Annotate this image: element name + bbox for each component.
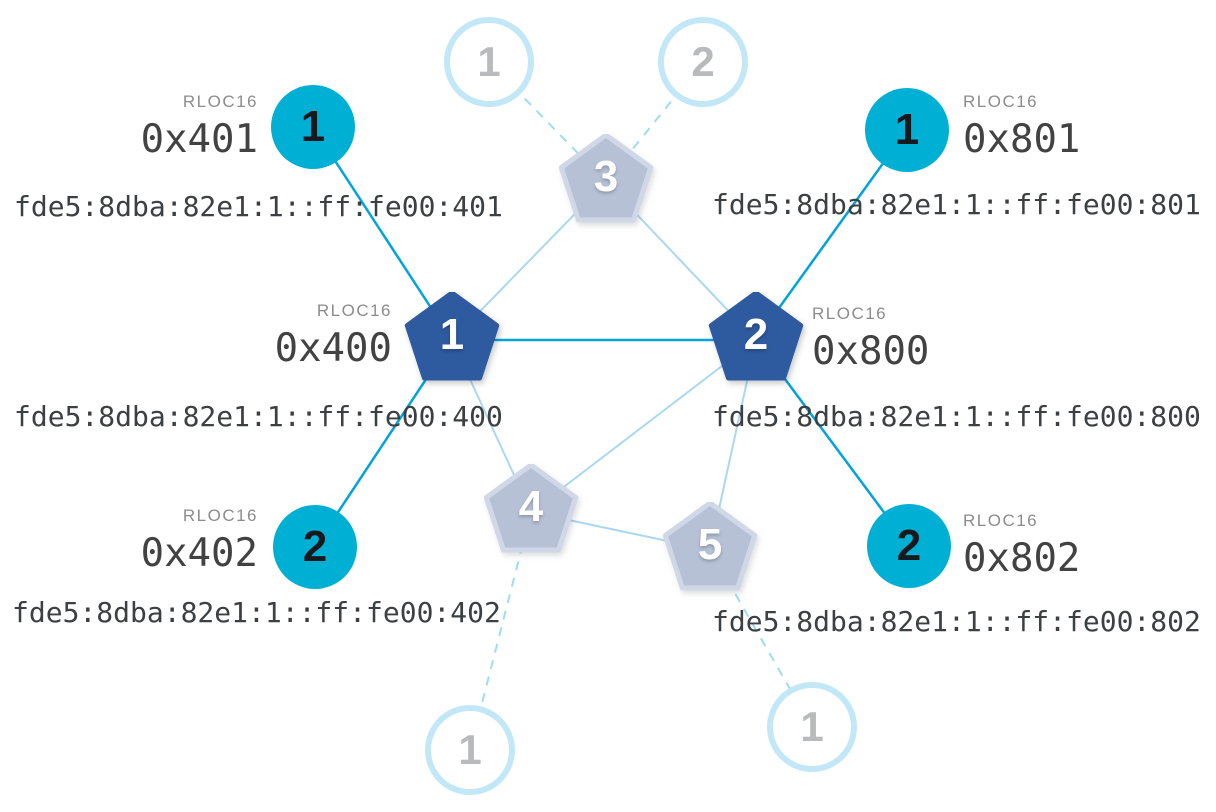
edge-child401-router1 <box>311 126 454 341</box>
pentagon-shape <box>662 502 758 591</box>
rloc16-label: RLOC16 <box>182 506 258 525</box>
faded-node-top-2-label: 2 <box>691 38 715 85</box>
router-node-2-label: 2 <box>743 310 769 359</box>
rloc16-label: RLOC16 <box>812 304 888 323</box>
label-group-router-2: RLOC16 0x800 <box>812 304 929 373</box>
rloc16-value: 0x800 <box>812 329 930 374</box>
ipv6-address-401: fde5:8dba:82e1:1::ff:fe00:401 <box>14 190 503 223</box>
rloc16-label: RLOC16 <box>316 301 392 320</box>
child-node-801-label: 1 <box>894 105 920 154</box>
label-group-child-801: RLOC16 0x801 <box>963 92 1080 161</box>
rloc16-label: RLOC16 <box>963 511 1039 530</box>
rloc16-value: 0x401 <box>140 117 258 162</box>
rloc16-value: 0x802 <box>963 536 1081 581</box>
faded-node-bottom-1[interactable]: 1 <box>425 705 515 795</box>
rloc16-label: RLOC16 <box>963 92 1039 111</box>
rloc16-value: 0x400 <box>274 326 392 371</box>
rloc16-value: 0x402 <box>140 531 258 576</box>
router-node-4-label: 4 <box>518 482 544 531</box>
faded-node-top-2[interactable]: 2 <box>658 17 748 107</box>
faded-node-top-1[interactable]: 1 <box>444 17 534 107</box>
ipv6-address-801: fde5:8dba:82e1:1::ff:fe00:801 <box>712 188 1201 221</box>
ipv6-address-400: fde5:8dba:82e1:1::ff:fe00:400 <box>14 400 503 433</box>
edge-router2-router4 <box>530 339 757 513</box>
faded-node-bottom-2[interactable]: 1 <box>767 682 857 772</box>
router-node-3[interactable]: 3 <box>558 134 654 226</box>
faded-node-bottom-2-label: 1 <box>800 703 824 750</box>
pentagon-shape <box>558 134 654 223</box>
child-node-402[interactable]: 2 <box>273 505 357 589</box>
rloc16-value: 0x801 <box>963 117 1081 162</box>
child-node-802-label: 2 <box>896 521 922 570</box>
label-group-child-802: RLOC16 0x802 <box>963 511 1080 580</box>
child-node-401[interactable]: 1 <box>271 85 355 169</box>
pentagon-shape <box>404 292 500 381</box>
child-node-802[interactable]: 2 <box>867 504 951 588</box>
ipv6-address-800: fde5:8dba:82e1:1::ff:fe00:800 <box>712 400 1201 433</box>
label-group-router-1: RLOC16 0x400 <box>275 301 392 370</box>
edge-child801-router2 <box>754 129 909 341</box>
child-node-801[interactable]: 1 <box>865 88 949 172</box>
router-node-3-label: 3 <box>593 152 619 201</box>
ipv6-address-802: fde5:8dba:82e1:1::ff:fe00:802 <box>712 605 1201 638</box>
child-node-402-label: 2 <box>302 522 328 571</box>
pentagon-shape <box>708 292 804 381</box>
faded-node-bottom-1-label: 1 <box>458 726 482 773</box>
router-node-5-label: 5 <box>697 520 723 569</box>
router-node-1-label: 1 <box>439 310 465 359</box>
label-group-child-402: RLOC16 0x402 <box>141 506 258 575</box>
rloc16-label: RLOC16 <box>182 92 258 111</box>
faded-node-top-1-label: 1 <box>477 38 501 85</box>
router-node-4[interactable]: 4 <box>483 464 579 556</box>
router-node-5[interactable]: 5 <box>662 502 758 594</box>
router-node-2[interactable]: 2 <box>708 292 804 384</box>
ipv6-address-402: fde5:8dba:82e1:1::ff:fe00:402 <box>12 596 501 629</box>
label-group-child-401: RLOC16 0x401 <box>141 92 258 161</box>
pentagon-shape <box>483 464 579 553</box>
router-node-1[interactable]: 1 <box>404 292 500 384</box>
child-node-401-label: 1 <box>300 102 326 151</box>
